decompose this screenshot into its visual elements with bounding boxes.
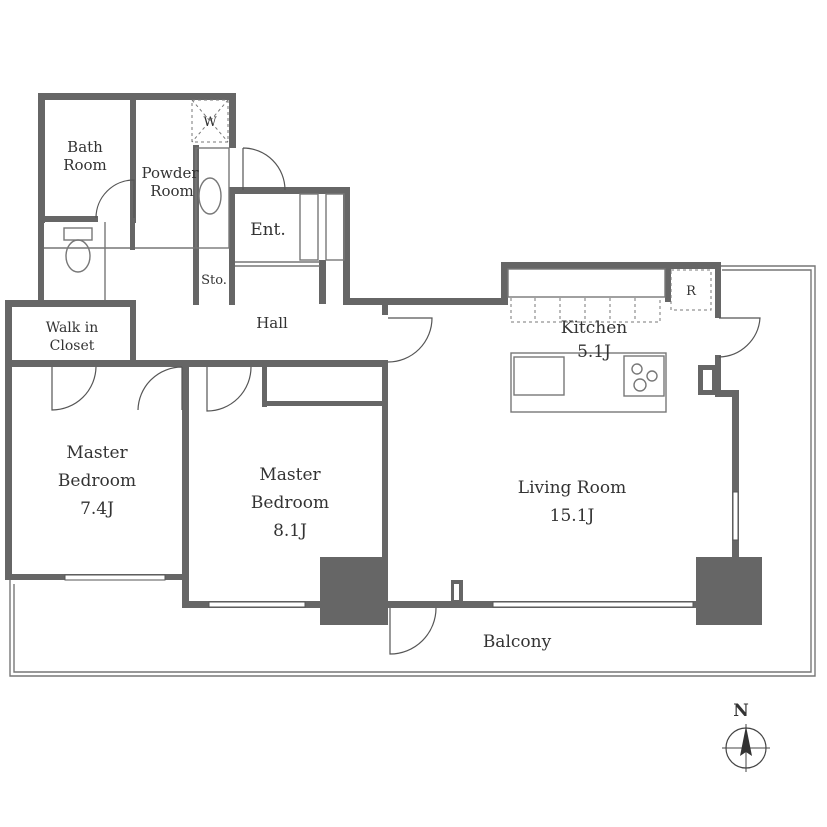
entrance-label: Ent. (250, 220, 286, 240)
interior-lines (44, 147, 345, 300)
walkin-label-1: Walk in (46, 320, 98, 336)
bedroom1-size: 7.4J (80, 499, 114, 519)
powder-label-2: Room (150, 182, 194, 200)
bedroom2-label-1: Master (259, 465, 321, 485)
hall-label: Hall (256, 314, 288, 332)
fridge-box (670, 269, 712, 311)
kitchen-label: Kitchen (561, 318, 627, 338)
bedroom1-label-1: Master (66, 443, 128, 463)
walls (5, 93, 762, 625)
fridge-label: R (686, 284, 697, 299)
compass-north-label: N (733, 701, 749, 721)
kitchen-island (510, 352, 667, 413)
sink-icon (198, 177, 222, 215)
living-size: 15.1J (550, 506, 595, 526)
bedroom2-label-2: Bedroom (251, 493, 329, 513)
kitchen-sink-icon (513, 356, 565, 396)
living-label: Living Room (518, 478, 626, 498)
washer-box (191, 99, 229, 143)
labels: Bath Room Powder Room W Ent. Sto. Hall W… (46, 115, 697, 652)
toilet-icon (65, 239, 91, 273)
bath-label-1: Bath (67, 138, 103, 156)
windows (64, 491, 739, 608)
balcony-outline (9, 265, 816, 677)
stove-icon (623, 355, 665, 397)
bath-label-2: Room (63, 156, 107, 174)
walkin-label-2: Closet (50, 338, 95, 354)
washer-label: W (203, 115, 217, 130)
bedroom1-label-2: Bedroom (58, 471, 136, 491)
compass-icon: N (722, 701, 770, 772)
balcony-label: Balcony (483, 632, 552, 652)
powder-label-1: Powder (141, 164, 199, 182)
kitchen-size: 5.1J (577, 342, 611, 362)
storage-label: Sto. (201, 273, 227, 288)
fixtures (63, 99, 712, 413)
bedroom2-size: 8.1J (273, 521, 307, 541)
toilet-tank-icon (63, 227, 93, 241)
doors (51, 147, 761, 655)
